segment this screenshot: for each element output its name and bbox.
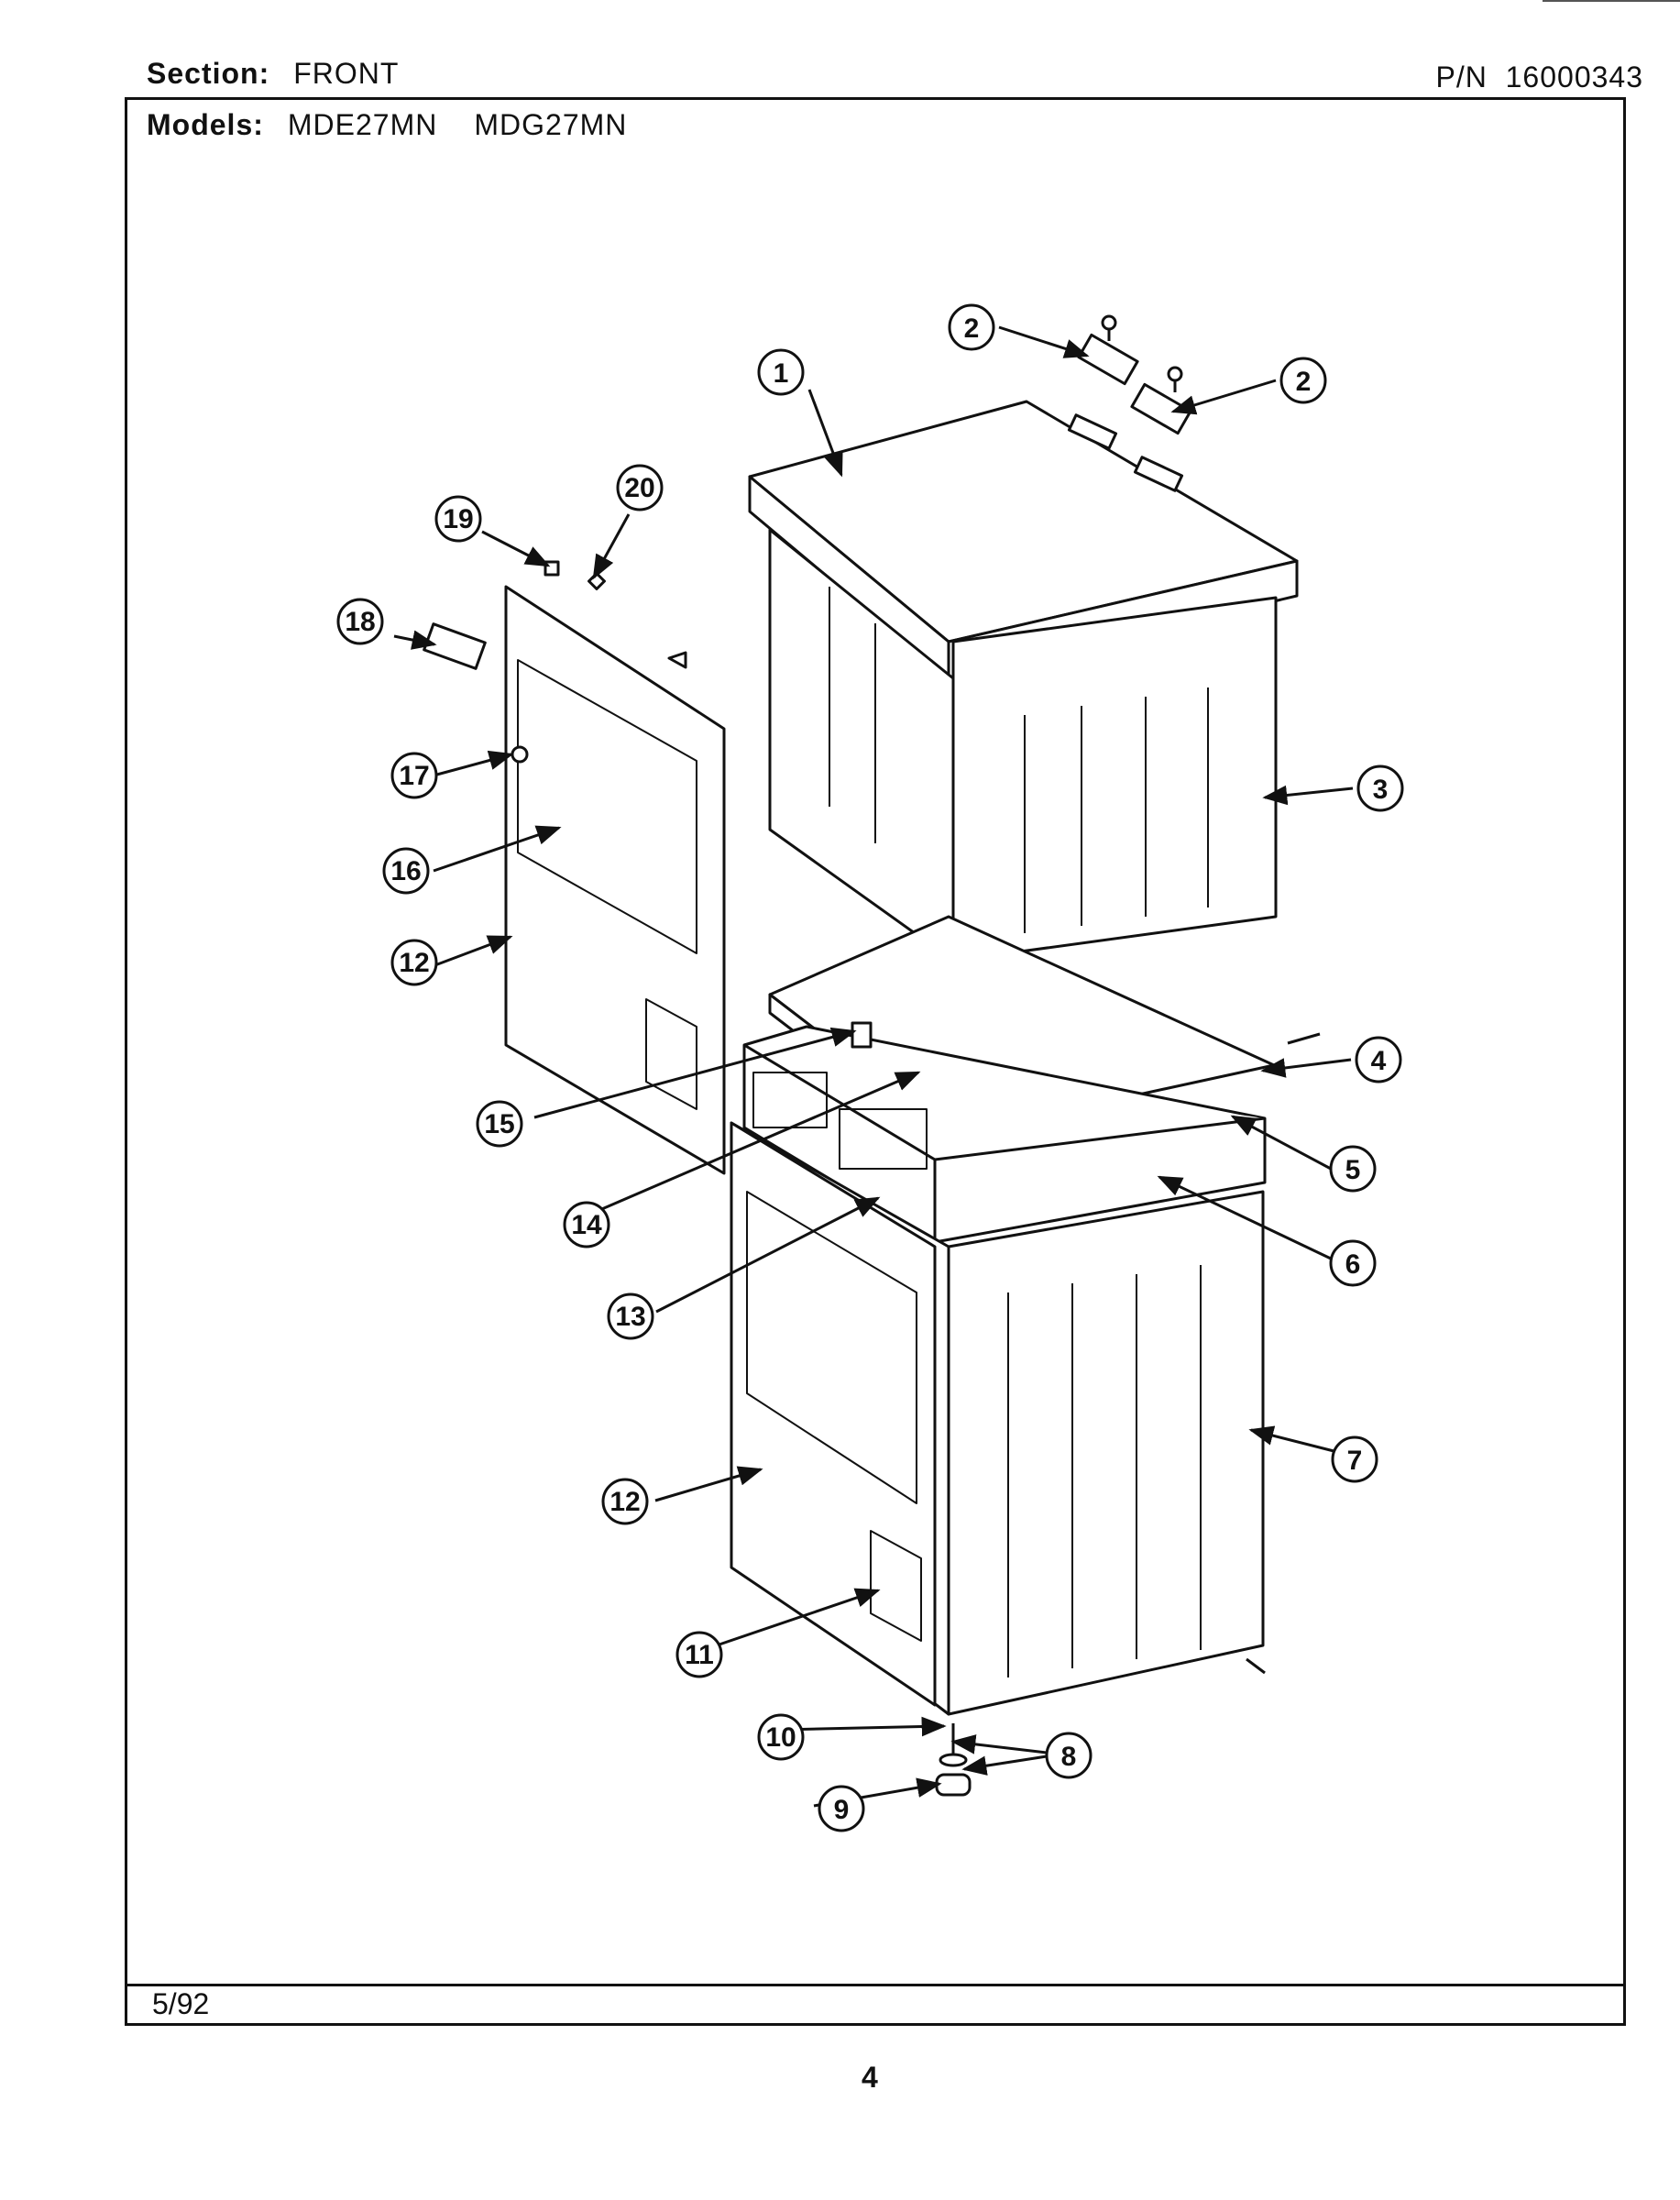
nameplate <box>423 622 487 670</box>
svg-text:9: 9 <box>834 1795 850 1825</box>
svg-text:6: 6 <box>1345 1249 1361 1280</box>
hinge-lower <box>1130 382 1192 435</box>
svg-text:18: 18 <box>345 607 375 637</box>
model-2: MDG27MN <box>474 108 628 141</box>
svg-text:12: 12 <box>399 948 429 978</box>
svg-text:7: 7 <box>1347 1446 1363 1476</box>
control-console <box>742 1025 1267 1244</box>
callout-17: 17 <box>390 752 438 799</box>
upper-door <box>504 585 726 1175</box>
svg-text:15: 15 <box>484 1109 514 1139</box>
leveling-foot <box>935 1723 972 1797</box>
page-number: 4 <box>862 2061 878 2094</box>
callout-12-lower: 12 <box>601 1478 649 1525</box>
revision-date: 5/92 <box>152 1987 210 2020</box>
callout-18: 18 <box>336 598 384 645</box>
models-header: Models: MDE27MN MDG27MN <box>147 108 664 142</box>
svg-text:12: 12 <box>609 1487 640 1517</box>
part-number: P/N 16000343 <box>1436 60 1644 94</box>
section-header: Section: FRONT <box>147 57 399 91</box>
callout-3: 3 <box>1356 764 1404 812</box>
svg-text:8: 8 <box>1061 1742 1077 1772</box>
callout-4: 4 <box>1355 1036 1402 1084</box>
callout-2-lower: 2 <box>1279 357 1327 404</box>
svg-text:20: 20 <box>624 473 654 503</box>
upper-cabinet <box>768 528 1278 962</box>
svg-text:11: 11 <box>685 1640 714 1670</box>
screw-side-upper <box>1287 1032 1321 1045</box>
model-1: MDE27MN <box>287 108 438 141</box>
top-rule <box>1543 0 1680 2</box>
callout-15: 15 <box>476 1100 523 1148</box>
callout-8: 8 <box>1045 1732 1093 1779</box>
callout-9: 9 <box>818 1785 865 1832</box>
callout-5: 5 <box>1329 1145 1377 1193</box>
svg-text:5: 5 <box>1345 1155 1361 1185</box>
svg-text:4: 4 <box>1371 1046 1387 1076</box>
svg-text:2: 2 <box>964 314 980 344</box>
svg-text:13: 13 <box>615 1302 645 1332</box>
callout-6: 6 <box>1329 1239 1377 1287</box>
svg-text:17: 17 <box>399 761 429 791</box>
callout-20: 20 <box>616 464 664 512</box>
knob-15 <box>851 1021 873 1049</box>
callout-13: 13 <box>607 1292 654 1340</box>
section-value: FRONT <box>293 57 400 90</box>
svg-text:1: 1 <box>774 358 789 389</box>
screw-side-lower <box>1246 1657 1266 1675</box>
svg-text:16: 16 <box>390 856 421 886</box>
callout-7: 7 <box>1331 1436 1378 1483</box>
callout-10: 10 <box>757 1713 805 1761</box>
hinge-upper <box>1077 333 1139 386</box>
models-label: Models: <box>147 108 264 141</box>
lower-door <box>730 1121 937 1707</box>
svg-text:2: 2 <box>1296 367 1312 397</box>
hinge-screws <box>1101 314 1183 392</box>
section-label: Section: <box>147 57 270 90</box>
callout-14: 14 <box>563 1201 610 1248</box>
svg-text:19: 19 <box>443 504 473 534</box>
svg-text:10: 10 <box>765 1722 796 1753</box>
callout-16: 16 <box>382 847 430 895</box>
callout-19: 19 <box>434 495 482 543</box>
callout-12-upper: 12 <box>390 939 438 986</box>
pn-label: P/N <box>1435 60 1488 94</box>
svg-text:14: 14 <box>571 1210 602 1240</box>
footer-divider <box>125 1984 1626 1986</box>
callout-11: 11 <box>675 1631 723 1678</box>
callout-1: 1 <box>757 348 805 396</box>
pn-value: 16000343 <box>1505 60 1643 94</box>
svg-text:3: 3 <box>1373 775 1389 805</box>
callout-2-upper: 2 <box>948 303 995 351</box>
diagram-frame <box>125 97 1626 2026</box>
knob-17 <box>511 745 529 764</box>
clip-20 <box>587 572 606 590</box>
